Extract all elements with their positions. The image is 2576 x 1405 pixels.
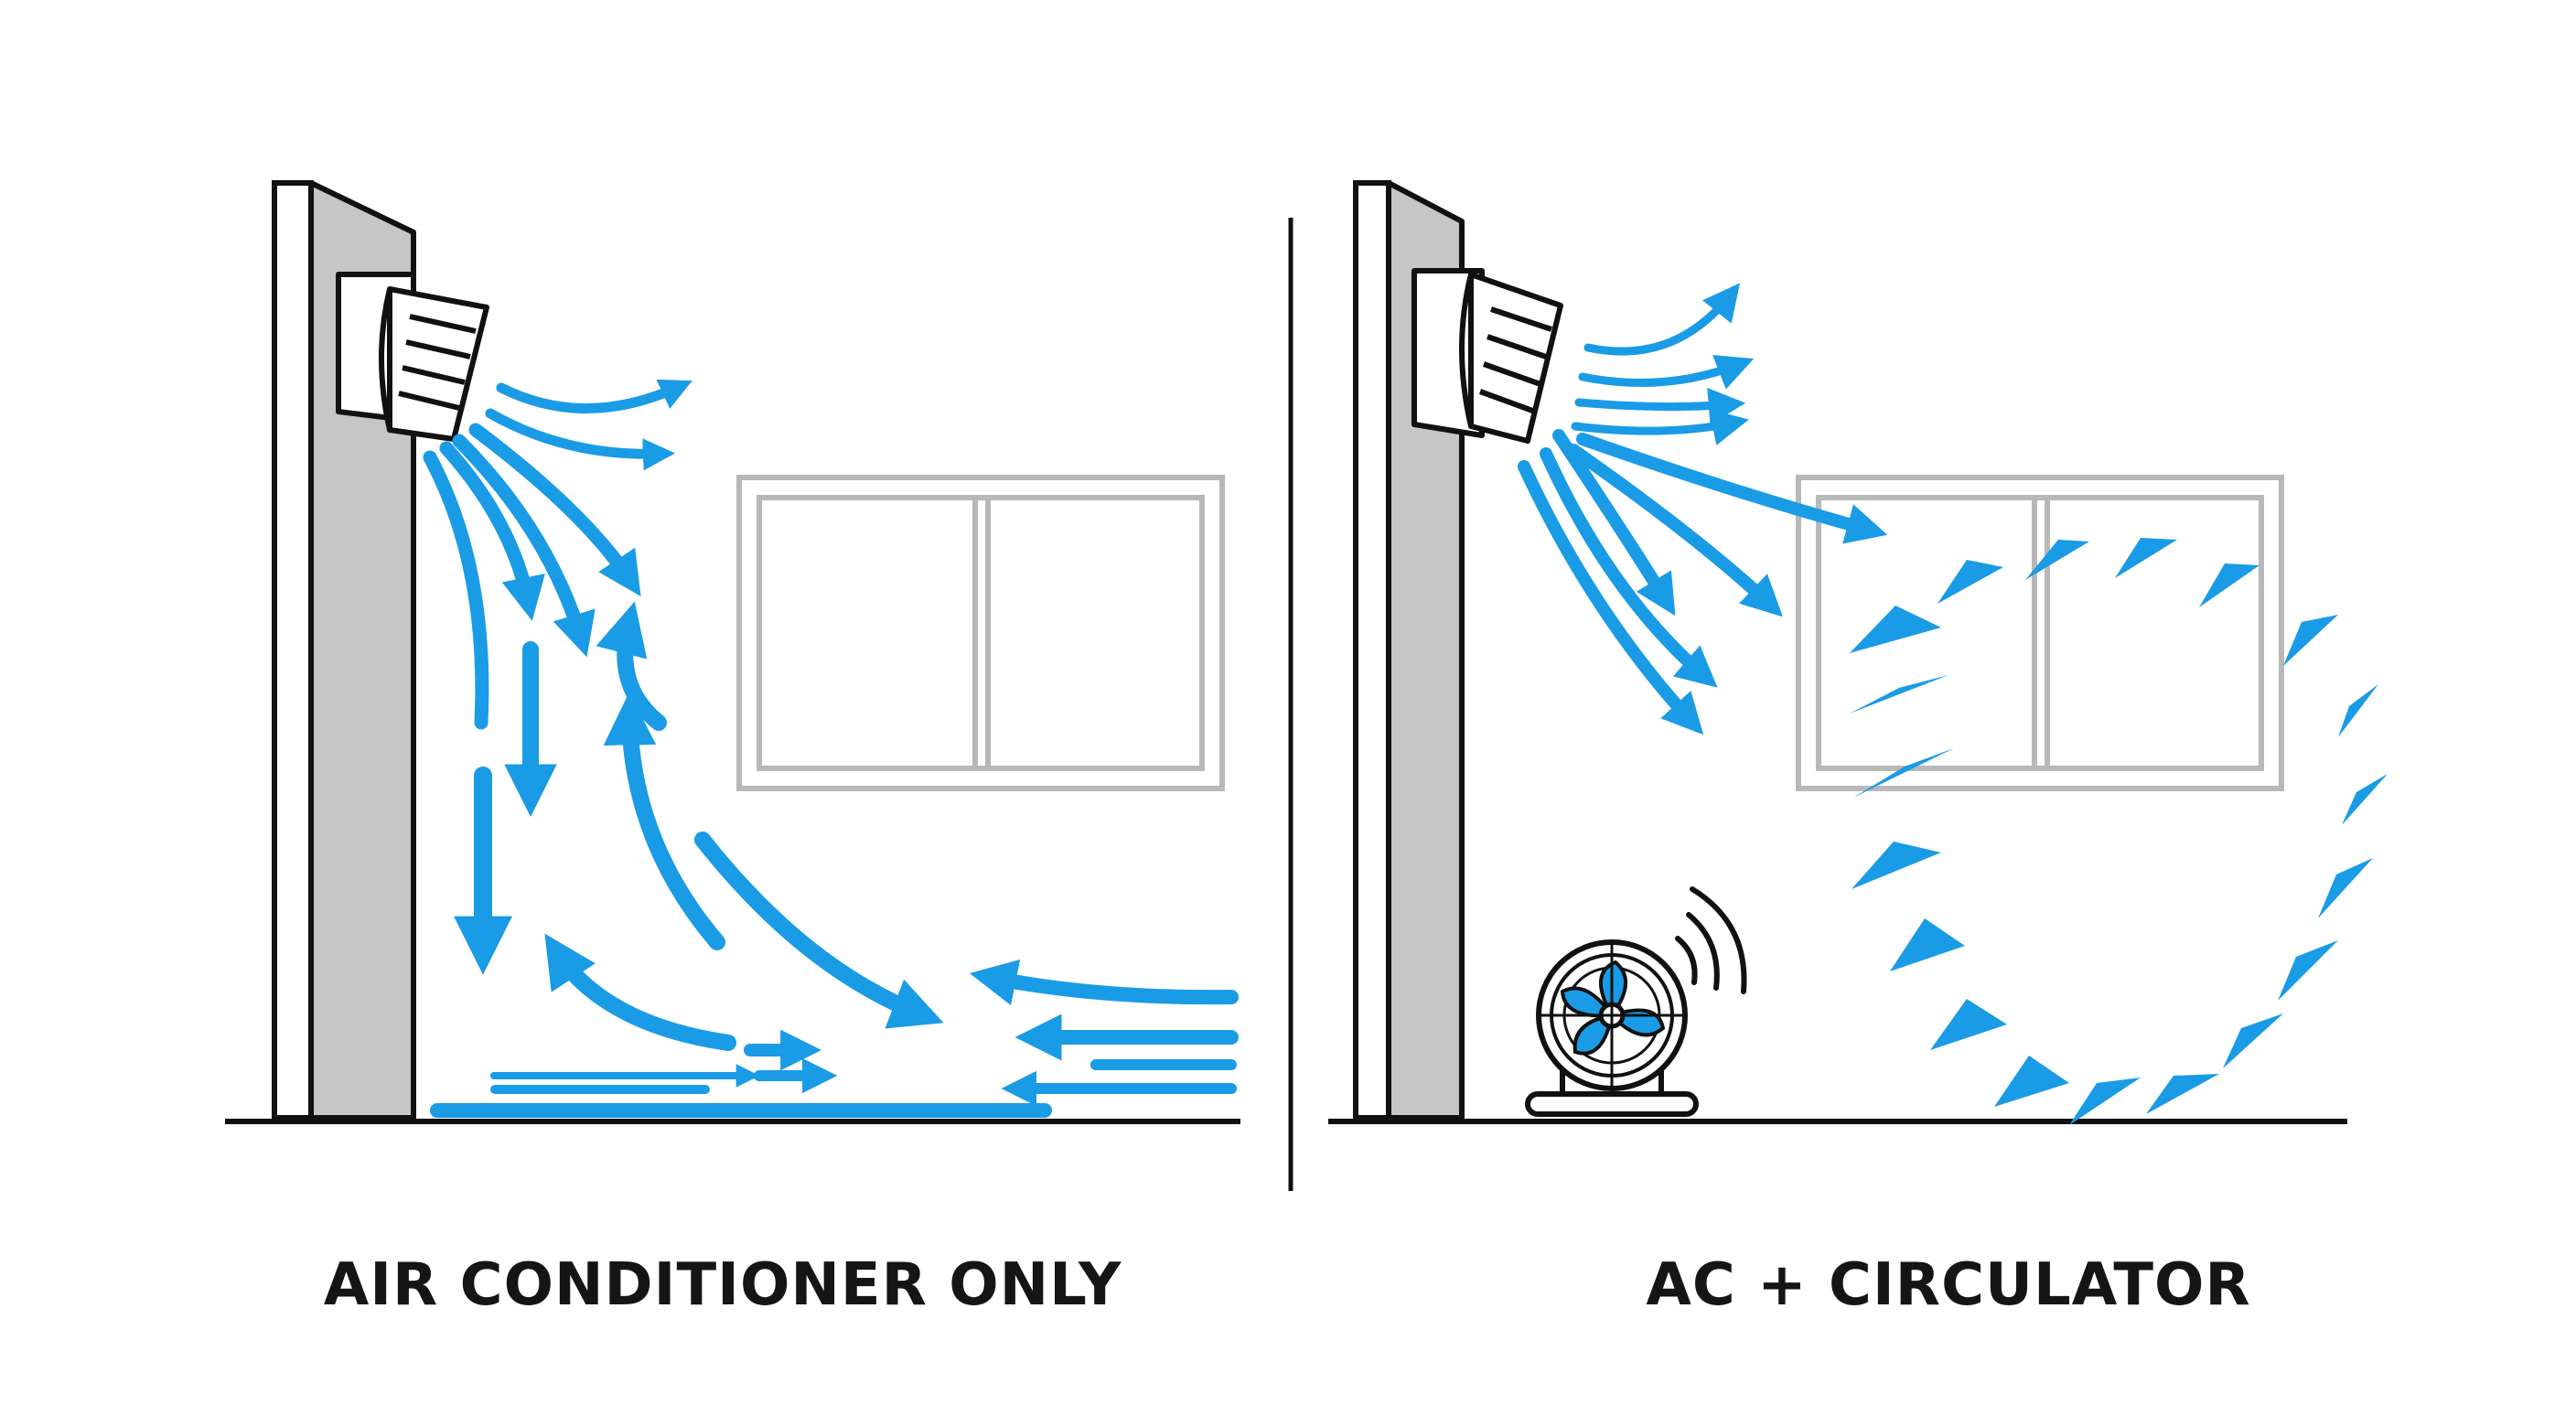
circulation-triangle bbox=[2338, 684, 2378, 737]
circulation-triangle bbox=[2115, 538, 2177, 578]
circulation-triangle bbox=[1850, 675, 1948, 713]
circulation-triangle bbox=[1937, 560, 2003, 604]
airflow-arrow bbox=[452, 434, 596, 658]
circulation-triangle bbox=[1994, 1056, 2069, 1107]
airflow-arrow bbox=[439, 441, 545, 621]
airflow-arrow bbox=[544, 933, 736, 1051]
airflow-arrow bbox=[496, 379, 692, 413]
window-icon bbox=[736, 475, 1225, 791]
airflow-arrow bbox=[1578, 354, 1755, 390]
cold-air-pool bbox=[430, 1085, 1052, 1118]
ac-airflow-arrows bbox=[1518, 283, 1888, 735]
circulation-triangle bbox=[2146, 1074, 2219, 1114]
airflow-arrow bbox=[1567, 444, 1784, 617]
circulation-triangle bbox=[1853, 748, 1954, 798]
circulation-triangle bbox=[1890, 918, 1965, 971]
airflow-arrow bbox=[1583, 283, 1741, 356]
circulation-triangle bbox=[2069, 1078, 2141, 1125]
circulation-loop bbox=[1850, 538, 2388, 1125]
panel-ac-circulator bbox=[1328, 180, 2388, 1125]
airflow-arrow bbox=[1518, 460, 1704, 735]
air-conditioner-icon bbox=[1411, 268, 1563, 444]
air-conditioner-icon bbox=[336, 272, 489, 442]
circulation-triangle bbox=[2025, 540, 2089, 580]
airflow-arrow bbox=[468, 423, 641, 597]
window-icon bbox=[1796, 475, 2284, 791]
airflow-arrow bbox=[423, 450, 489, 730]
circulation-triangle bbox=[1852, 842, 1941, 889]
circulation-triangle bbox=[2283, 615, 2338, 666]
airflow-arrow bbox=[1571, 409, 1749, 445]
airflow-arrow bbox=[1576, 433, 1888, 544]
caption-ac-circulator: AC + CIRCULATOR bbox=[1646, 1251, 2251, 1319]
airflow-arrow bbox=[694, 831, 944, 1029]
airflow-arrow bbox=[1574, 387, 1746, 425]
airflow-arrow bbox=[1540, 447, 1718, 688]
airflow-arrow bbox=[969, 959, 1239, 1006]
sound-waves-icon bbox=[1675, 886, 1747, 994]
panel-ac-only bbox=[225, 180, 1240, 1124]
airflow-arrow bbox=[603, 692, 725, 950]
circulation-triangle bbox=[2223, 1014, 2283, 1068]
circulation-triangle bbox=[2278, 940, 2338, 1001]
airflow-arrow bbox=[485, 408, 676, 471]
circulation-triangle bbox=[2199, 563, 2259, 607]
circulation-triangle bbox=[1850, 606, 1941, 653]
ac-only-airflow-arrows bbox=[423, 379, 1239, 1107]
circulator-fan-icon bbox=[1525, 939, 1699, 1117]
caption-air-conditioner-only: AIR CONDITIONER ONLY bbox=[323, 1251, 1122, 1319]
circulation-triangle bbox=[1930, 999, 2007, 1050]
circulation-triangle bbox=[2318, 858, 2373, 918]
circulation-triangle bbox=[2342, 774, 2388, 825]
airflow-arrow bbox=[1552, 429, 1676, 617]
